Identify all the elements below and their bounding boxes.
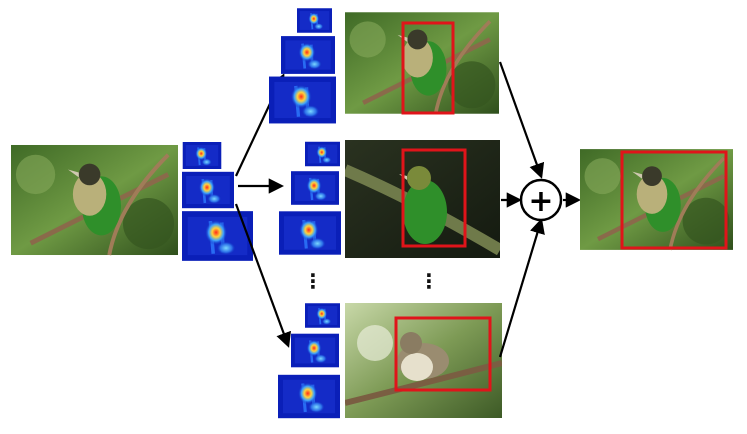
heatmap-icon — [297, 7, 332, 34]
result-box — [620, 150, 728, 250]
heatmap-icon — [305, 303, 340, 328]
merge-arrows — [498, 61, 582, 358]
retrieved-image-n — [345, 303, 502, 418]
ellipsis-images: ⋮ — [419, 269, 439, 293]
branch1-heatmaps — [269, 7, 336, 124]
query-image — [11, 145, 178, 255]
plus-circle-icon — [519, 178, 563, 222]
branch2-heatmaps — [279, 141, 341, 256]
retrieved-image-2 — [345, 140, 500, 258]
branchn-heatmaps — [278, 303, 340, 420]
heatmap-icon — [291, 170, 339, 206]
heatmap-icon — [269, 76, 336, 124]
heatmap-icon — [281, 36, 335, 74]
heatmap-icon — [291, 332, 339, 369]
output-image — [580, 149, 733, 250]
combine-node: + — [519, 178, 563, 222]
heatmap-icon — [279, 210, 341, 256]
attention-box — [401, 148, 467, 248]
attention-box — [401, 21, 455, 115]
ellipsis-heatmaps: ⋮ — [303, 269, 323, 293]
heatmap-icon — [182, 142, 222, 169]
heatmap-icon — [182, 171, 234, 209]
query-heatmaps — [182, 142, 253, 261]
heatmap-icon — [305, 141, 340, 167]
heatmap-icon — [278, 373, 340, 420]
attention-box — [394, 316, 492, 392]
retrieved-image-1 — [345, 12, 499, 113]
combine-symbol: + — [528, 184, 553, 219]
